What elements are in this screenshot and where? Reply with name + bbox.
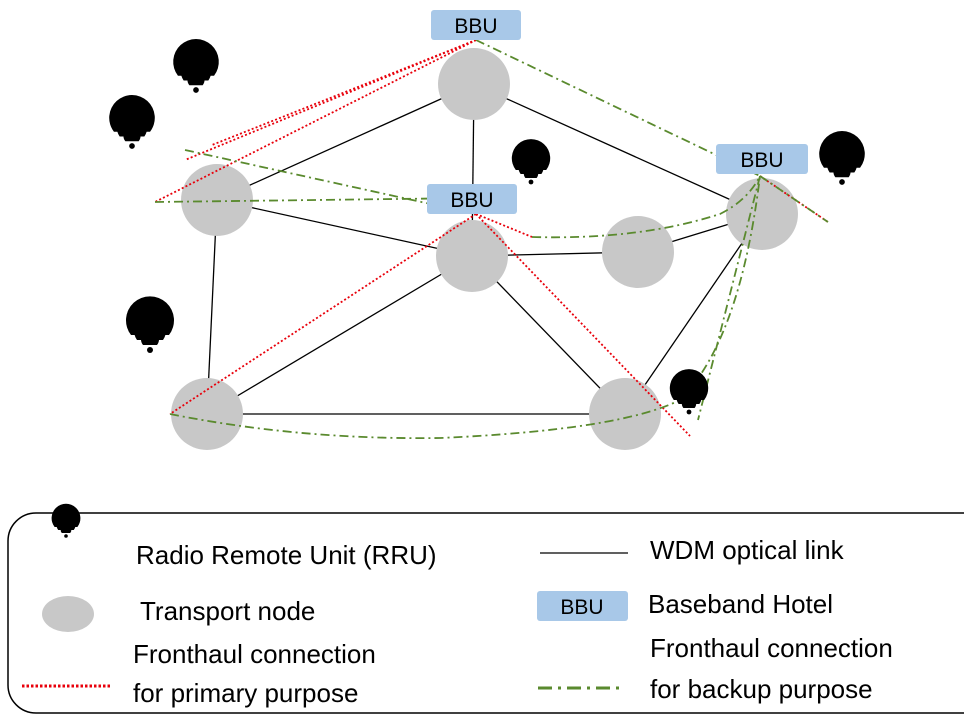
primary-fronthaul xyxy=(154,39,829,437)
bbu-label: BBU xyxy=(454,15,497,38)
legend: Radio Remote Unit (RRU) WDM optical link… xyxy=(7,503,964,714)
transport-node xyxy=(602,216,674,288)
legend-rru-icon xyxy=(51,503,81,575)
bbu-label: BBU xyxy=(740,149,783,172)
bbu-label: BBU xyxy=(450,189,493,212)
legend-backup-label-2: for backup purpose xyxy=(650,674,873,704)
transport-node xyxy=(181,164,253,236)
rru-tower-icon xyxy=(819,131,865,243)
rru-tower-icon xyxy=(669,369,709,464)
rru-tower-icon xyxy=(126,296,174,414)
transport-node xyxy=(589,378,661,450)
legend-primary-label-2: for primary purpose xyxy=(133,678,358,708)
rru-tower-icon xyxy=(511,139,551,234)
transport-node xyxy=(436,220,508,292)
legend-rru-label: Radio Remote Unit (RRU) xyxy=(136,540,437,570)
legend-transport-node-icon xyxy=(42,596,94,632)
bbu-top: BBU xyxy=(431,10,521,40)
legend-wdm-label: WDM optical link xyxy=(650,535,845,565)
transport-node xyxy=(438,48,510,120)
transport-nodes xyxy=(171,48,798,450)
bbu-middle: BBU xyxy=(427,184,517,214)
legend-bbu-box-label: BBU xyxy=(560,596,603,619)
transport-node xyxy=(171,378,243,450)
legend-backup-label-1: Fronthaul connection xyxy=(650,633,893,663)
legend-transport-label: Transport node xyxy=(140,596,315,626)
legend-primary-label-1: Fronthaul connection xyxy=(133,639,376,669)
bbu-right: BBU xyxy=(716,144,808,174)
rru-tower-icon xyxy=(173,39,219,151)
legend-bbu-box xyxy=(537,591,628,621)
rru-tower-icon xyxy=(109,95,155,207)
legend-bbu-label: Baseband Hotel xyxy=(648,589,833,619)
transport-node xyxy=(726,178,798,250)
